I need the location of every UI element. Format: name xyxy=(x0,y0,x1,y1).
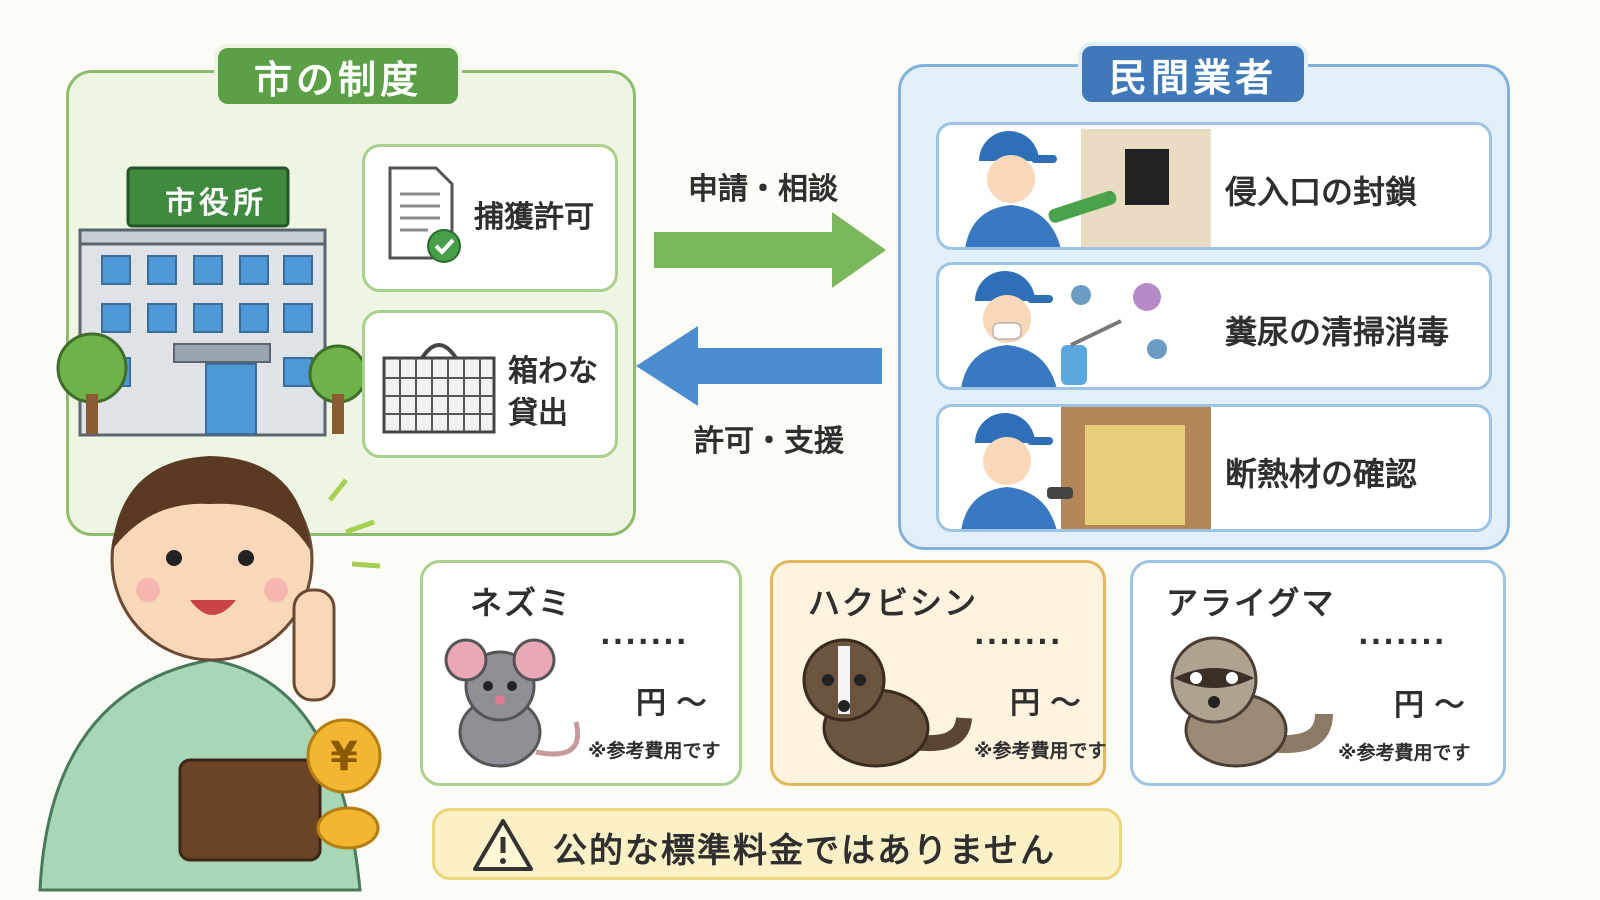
service-card-seal-entry: 侵入口の封鎖 xyxy=(936,122,1492,250)
masked-palm-civet-illustration xyxy=(802,638,972,768)
warning-icon xyxy=(473,819,533,871)
reference-note-masked-palm-civet: ※参考費用です xyxy=(974,740,1107,762)
city-system-title: 市の制度 xyxy=(214,44,462,108)
animal-name-rat: ネズミ xyxy=(470,584,573,622)
cage-trap-label-line1: 箱わな xyxy=(508,354,598,389)
price-unit-rat: 円 ～ xyxy=(636,686,707,721)
animal-name-masked-palm-civet: ハクビシン xyxy=(808,584,979,622)
raccoon-illustration xyxy=(1170,636,1333,768)
yen-coin-icon: ¥ xyxy=(306,718,382,850)
price-placeholder-raccoon: ....... xyxy=(1358,618,1447,651)
cage-trap-label-line2: 貸出 xyxy=(508,396,568,431)
rat-illustration xyxy=(444,638,580,768)
cleaning-disinfection-label: 糞尿の清掃消毒 xyxy=(1225,313,1450,351)
permit-support-label: 許可・支援 xyxy=(694,424,844,459)
price-placeholder-masked-palm-civet: ....... xyxy=(974,618,1063,651)
capture-permit-label: 捕獲許可 xyxy=(474,200,594,235)
animal-name-raccoon: アライグマ xyxy=(1166,584,1336,622)
worker-inspecting-illustration xyxy=(961,407,1211,529)
arrow-to-city xyxy=(636,326,882,406)
disclaimer-banner: 公的な標準料金ではありません xyxy=(432,808,1122,880)
worker-sealing-illustration xyxy=(965,129,1211,247)
price-placeholder-rat: ....... xyxy=(600,618,689,651)
city-hall-illustration xyxy=(56,166,368,437)
reference-note-raccoon: ※参考費用です xyxy=(1338,742,1471,764)
insulation-check-label: 断熱材の確認 xyxy=(1225,455,1418,493)
seal-entry-label: 侵入口の封鎖 xyxy=(1225,173,1418,211)
price-unit-raccoon: 円 ～ xyxy=(1394,688,1465,723)
person-with-wallet-illustration xyxy=(38,456,381,892)
service-card-cleaning: 糞尿の清掃消毒 xyxy=(936,262,1492,390)
price-unit-masked-palm-civet: 円 ～ xyxy=(1010,686,1081,721)
private-business-title: 民間業者 xyxy=(1078,42,1308,106)
application-consultation-label: 申請・相談 xyxy=(688,172,838,207)
cage-trap-icon xyxy=(382,343,496,434)
arrow-to-business xyxy=(654,212,886,288)
svg-text:¥: ¥ xyxy=(330,734,358,780)
worker-disinfecting-illustration xyxy=(961,271,1167,387)
disclaimer-text: 公的な標準料金ではありません xyxy=(553,831,1056,871)
service-card-insulation: 断熱材の確認 xyxy=(936,404,1492,532)
document-check-icon xyxy=(388,166,461,263)
reference-note-rat: ※参考費用です xyxy=(588,740,721,762)
city-hall-sign: 市役所 xyxy=(165,186,267,221)
